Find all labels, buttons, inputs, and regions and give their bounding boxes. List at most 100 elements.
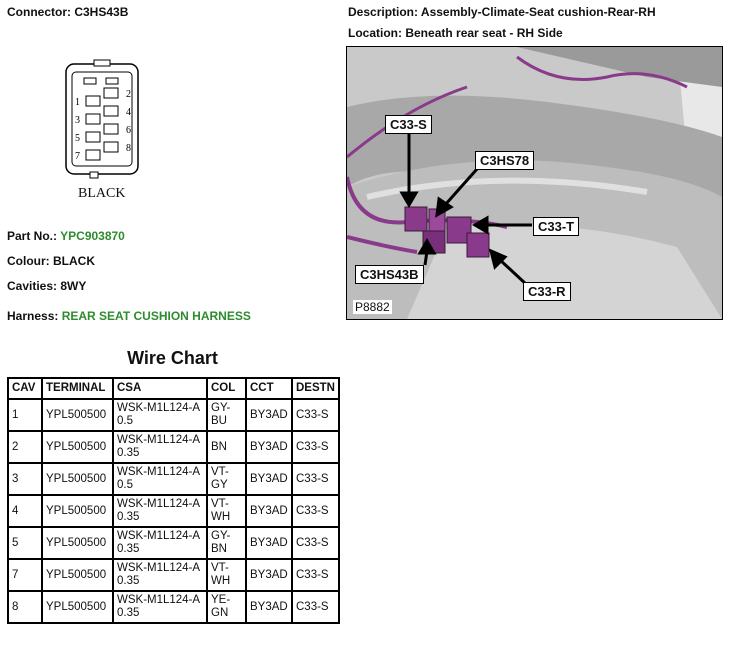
cell-csa: WSK-M1L124-A 0.35 [112,526,208,560]
cell-col: VT-GY [206,462,247,496]
cell-terminal: YPL500500 [41,462,114,496]
description-line: Description: Assembly-Climate-Seat cushi… [348,5,656,19]
connector-face-drawing: 1 2 3 4 5 6 7 8 [65,59,139,179]
part-no-label: Part No.: [7,229,58,243]
header-csa: CSA [112,377,208,400]
colour-label: Colour: [7,254,50,268]
cell-cct: BY3AD [245,430,293,464]
location-label: Location: [348,26,402,40]
cell-csa: WSK-M1L124-A 0.5 [112,462,208,496]
pin-number: 2 [126,89,131,100]
callout-c33-r: C33-R [523,282,571,301]
cell-cav: 7 [7,558,43,592]
wire-chart-title: Wire Chart [127,348,218,368]
connector-key [89,171,99,179]
cell-cav: 4 [7,494,43,528]
seat-illustration [347,47,722,319]
cell-cct: BY3AD [245,590,293,624]
cell-col: VT-WH [206,494,247,528]
table-row: 1 YPL500500 WSK-M1L124-A 0.5 GY-BU BY3AD… [7,398,340,432]
table-row: 2 YPL500500 WSK-M1L124-A 0.35 BN BY3AD C… [7,430,340,464]
cell-destn: C33-S [291,494,340,528]
cell-terminal: YPL500500 [41,526,114,560]
pin-number: 8 [126,143,131,154]
cell-csa: WSK-M1L124-A 0.35 [112,494,208,528]
callout-c3hs78: C3HS78 [475,151,535,170]
cell-terminal: YPL500500 [41,590,114,624]
table-row: 3 YPL500500 WSK-M1L124-A 0.5 VT-GY BY3AD… [7,462,340,496]
cell-csa: WSK-M1L124-A 0.35 [112,430,208,464]
harness-label: Harness: [7,309,59,323]
pin-number: 1 [75,97,80,108]
cell-destn: C33-S [291,526,340,560]
cell-cav: 5 [7,526,43,560]
cavity [85,113,101,125]
table-row: 8 YPL500500 WSK-M1L124-A 0.35 YE-GN BY3A… [7,590,340,624]
cavities-value: 8WY [60,279,87,293]
part-no-value: YPC903870 [60,229,125,243]
harness-value: REAR SEAT CUSHION HARNESS [61,309,251,323]
cell-terminal: YPL500500 [41,558,114,592]
location-photo: C33-S C3HS78 C33-T C3HS43B C33-R P8882 [346,46,723,320]
header-terminal: TERMINAL [41,377,114,400]
cell-cav: 8 [7,590,43,624]
connector-c33-r [466,232,490,258]
table-row: 5 YPL500500 WSK-M1L124-A 0.35 GY-BN BY3A… [7,526,340,560]
callout-c3hs43b: C3HS43B [355,265,424,284]
cavities-line: Cavities: 8WY [7,279,86,293]
photo-id: P8882 [353,300,392,314]
cavity [103,141,119,153]
wire-chart-table: CAV TERMINAL CSA COL CCT DESTN 1 YPL5005… [7,377,340,624]
cavity [85,95,101,107]
cavity [85,149,101,161]
colour-value: BLACK [53,254,95,268]
cell-cav: 2 [7,430,43,464]
connector-line: Connector: C3HS43B [7,5,128,19]
cell-cct: BY3AD [245,398,293,432]
part-no-line: Part No.: YPC903870 [7,229,125,243]
cavity [103,123,119,135]
header-col: COL [206,377,247,400]
cell-terminal: YPL500500 [41,494,114,528]
table-header-row: CAV TERMINAL CSA COL CCT DESTN [7,377,340,400]
connector-c33-s [404,206,428,232]
connector-color-caption: BLACK [78,186,126,201]
pin-guide [105,77,119,85]
table-row: 4 YPL500500 WSK-M1L124-A 0.35 VT-WH BY3A… [7,494,340,528]
colour-line: Colour: BLACK [7,254,95,268]
cell-cct: BY3AD [245,462,293,496]
cell-col: VT-WH [206,558,247,592]
callout-c33-t: C33-T [533,217,580,236]
cell-cav: 3 [7,462,43,496]
header-cav: CAV [7,377,43,400]
cavity [103,105,119,117]
pin-number: 7 [75,151,80,162]
cell-destn: C33-S [291,398,340,432]
cell-cct: BY3AD [245,494,293,528]
pin-number: 5 [75,133,80,144]
header-cct: CCT [245,377,293,400]
connector-value: C3HS43B [74,5,129,19]
header-destn: DESTN [291,377,340,400]
cell-destn: C33-S [291,590,340,624]
connector-label: Connector: [7,5,71,19]
cell-csa: WSK-M1L124-A 0.35 [112,558,208,592]
cavity [103,87,119,99]
connector-inner-shell [71,71,133,167]
cavity [85,131,101,143]
description-label: Description: [348,5,419,19]
cell-cct: BY3AD [245,526,293,560]
pin-number: 3 [75,115,80,126]
pin-guide [83,77,97,85]
connector-latch [93,59,111,67]
cell-col: GY-BN [206,526,247,560]
pin-number: 6 [126,125,131,136]
cell-col: GY-BU [206,398,247,432]
table-row: 7 YPL500500 WSK-M1L124-A 0.35 VT-WH BY3A… [7,558,340,592]
cavities-label: Cavities: [7,279,58,293]
description-value: Assembly-Climate-Seat cushion-Rear-RH [420,5,656,19]
harness-line: Harness: REAR SEAT CUSHION HARNESS [7,309,251,323]
cell-destn: C33-S [291,430,340,464]
location-value: Beneath rear seat - RH Side [405,26,563,40]
pin-number: 4 [126,107,131,118]
